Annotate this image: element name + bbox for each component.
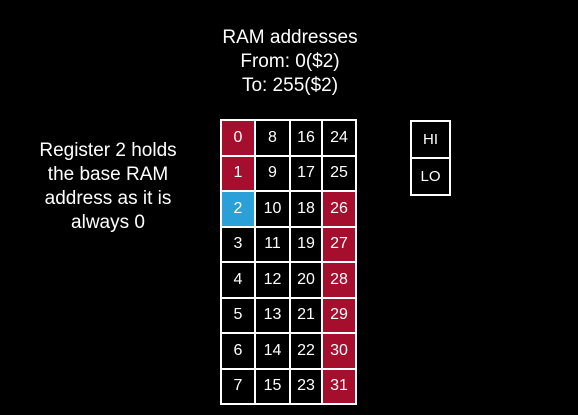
register-cell-4: 4: [222, 263, 256, 299]
register-cell-29: 29: [323, 298, 357, 334]
note-line-2: the base RAM: [47, 164, 169, 185]
register-cell-16: 16: [291, 121, 323, 157]
ram-address-heading: RAM addresses From: 0($2) To: 255($2): [190, 26, 390, 98]
register-cell-26: 26: [323, 192, 357, 228]
register-cell-27: 27: [323, 227, 357, 263]
note-line-3: address as it is: [44, 188, 172, 209]
register-cell-28: 28: [323, 263, 357, 299]
register-cell-13: 13: [256, 298, 291, 334]
register-cell-22: 22: [291, 334, 323, 370]
register-note: Register 2 holds the base RAM address as…: [20, 139, 196, 235]
hi-lo-registers: HI LO: [410, 120, 451, 196]
register-cell-15: 15: [256, 369, 291, 405]
register-cell-3: 3: [222, 227, 256, 263]
note-line-4: always 0: [71, 212, 145, 233]
register-cell-11: 11: [256, 227, 291, 263]
ram-heading-to: To: 255($2): [241, 75, 339, 96]
register-cell-31: 31: [323, 369, 357, 405]
register-cell-12: 12: [256, 263, 291, 299]
register-cell-6: 6: [222, 334, 256, 370]
register-cell-24: 24: [323, 121, 357, 157]
register-cell-9: 9: [256, 156, 291, 192]
register-cell-10: 10: [256, 192, 291, 228]
ram-heading-from: From: 0($2): [240, 51, 340, 72]
register-cell-20: 20: [291, 263, 323, 299]
register-cell-19: 19: [291, 227, 323, 263]
register-cell-30: 30: [323, 334, 357, 370]
register-cell-5: 5: [222, 298, 256, 334]
register-cell-21: 21: [291, 298, 323, 334]
register-cell-17: 17: [291, 156, 323, 192]
register-cell-7: 7: [222, 369, 256, 405]
register-cell-25: 25: [323, 156, 357, 192]
register-cell-18: 18: [291, 192, 323, 228]
register-cell-0: 0: [222, 121, 256, 157]
register-cell-14: 14: [256, 334, 291, 370]
register-cell-23: 23: [291, 369, 323, 405]
note-line-1: Register 2 holds: [39, 140, 177, 161]
lo-register: LO: [412, 157, 449, 194]
ram-heading-title: RAM addresses: [222, 27, 358, 48]
register-cell-8: 8: [256, 121, 291, 157]
hi-register: HI: [423, 131, 438, 148]
register-cell-2: 2: [222, 192, 256, 228]
register-cell-1: 1: [222, 156, 256, 192]
